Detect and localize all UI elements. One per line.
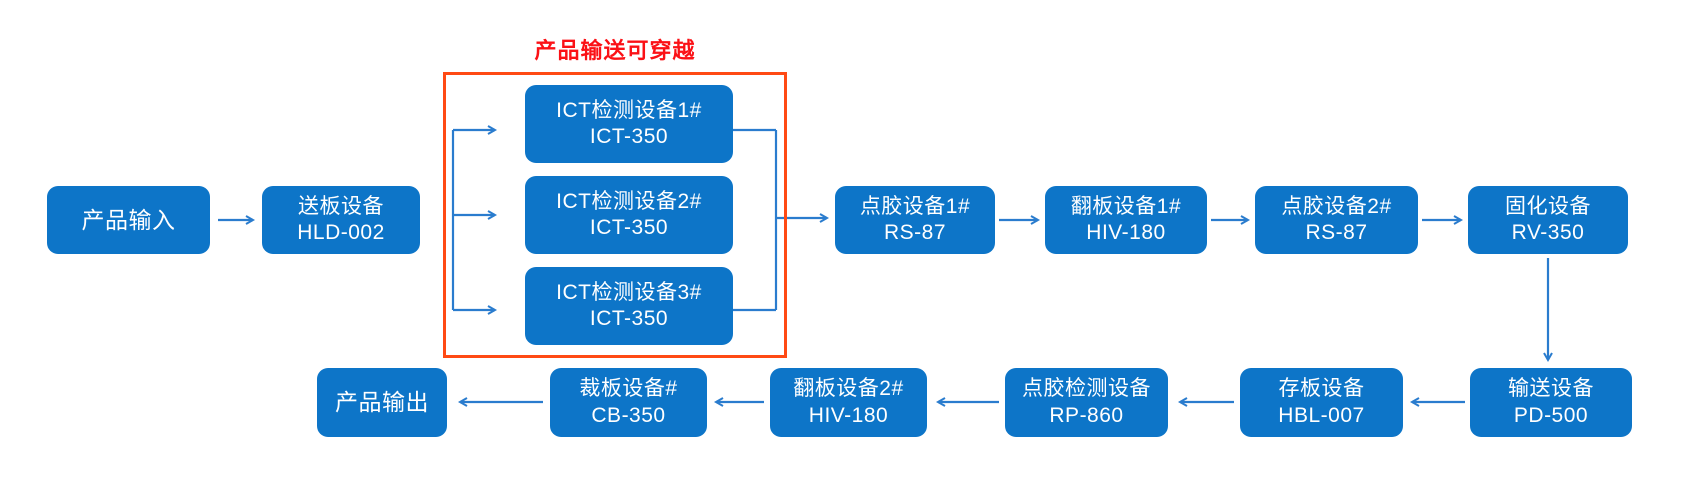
node-conveyor: 输送设备 PD-500 <box>1470 368 1632 437</box>
node-dispenser-1: 点胶设备1# RS-87 <box>835 186 995 254</box>
node-title: 固化设备 <box>1505 194 1591 218</box>
node-title: 点胶设备2# <box>1281 194 1392 218</box>
node-title: ICT检测设备3# <box>556 280 702 304</box>
node-curing: 固化设备 RV-350 <box>1468 186 1628 254</box>
traversable-group-frame <box>443 72 787 358</box>
traversable-group-label: 产品输送可穿越 <box>534 38 696 63</box>
node-code: CB-350 <box>591 403 666 427</box>
node-title: 裁板设备# <box>579 377 678 401</box>
node-ict-tester-2: ICT检测设备2# ICT-350 <box>525 176 733 254</box>
node-code: PD-500 <box>1513 403 1589 427</box>
node-title: 点胶设备1# <box>859 194 971 218</box>
node-product-input: 产品输入 <box>47 186 210 254</box>
node-title: 存板设备 <box>1278 377 1365 401</box>
node-title: 输送设备 <box>1508 377 1594 401</box>
node-code: HIV-180 <box>1086 221 1166 244</box>
node-code: HBL-007 <box>1278 403 1365 427</box>
node-ict-tester-3: ICT检测设备3# ICT-350 <box>525 267 733 345</box>
node-code: HIV-180 <box>808 403 889 427</box>
node-title: 翻板设备2# <box>793 377 904 401</box>
node-ict-tester-1: ICT检测设备1# ICT-350 <box>525 85 733 163</box>
node-code: RP-860 <box>1049 403 1124 427</box>
node-dispense-inspector: 点胶检测设备 RP-860 <box>1005 368 1168 437</box>
node-code: ICT-350 <box>589 307 669 330</box>
node-title: 送板设备 <box>298 194 384 218</box>
node-board-feeder: 送板设备 HLD-002 <box>262 186 420 254</box>
node-code: RS-87 <box>883 221 947 244</box>
node-title: 翻板设备1# <box>1070 194 1182 218</box>
node-code: ICT-350 <box>589 216 669 239</box>
node-title: 产品输出 <box>335 389 429 416</box>
node-flipper-1: 翻板设备1# HIV-180 <box>1045 186 1207 254</box>
node-flipper-2: 翻板设备2# HIV-180 <box>770 368 927 437</box>
node-product-output: 产品输出 <box>317 368 447 437</box>
node-board-cutter: 裁板设备# CB-350 <box>550 368 707 437</box>
node-title: 点胶检测设备 <box>1022 377 1151 401</box>
node-title: ICT检测设备1# <box>556 98 702 122</box>
node-code: HLD-002 <box>297 221 385 244</box>
node-title: 产品输入 <box>81 206 176 233</box>
node-code: ICT-350 <box>589 125 669 148</box>
node-title: ICT检测设备2# <box>556 189 702 213</box>
node-code: RV-350 <box>1511 221 1585 244</box>
node-dispenser-2: 点胶设备2# RS-87 <box>1255 186 1418 254</box>
node-board-stocker: 存板设备 HBL-007 <box>1240 368 1403 437</box>
node-code: RS-87 <box>1305 221 1368 244</box>
